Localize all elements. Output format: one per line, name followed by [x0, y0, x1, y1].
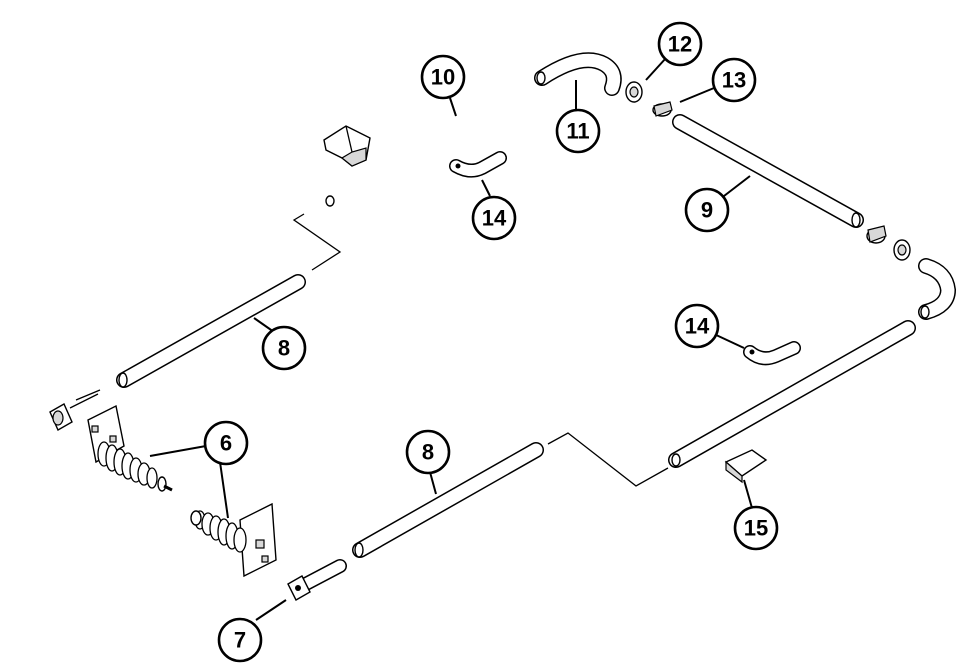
callout-13: 13 — [711, 57, 757, 103]
leader-8-upper — [253, 317, 275, 333]
tube-part-8-upper — [116, 274, 306, 388]
callout-12: 12 — [657, 21, 703, 67]
leader-8-lower — [429, 471, 437, 495]
elbow-right — [918, 258, 957, 320]
callout-7: 7 — [217, 617, 263, 663]
tube-part-8-lower — [352, 442, 544, 558]
leader-6-b — [219, 461, 229, 519]
leader-10 — [449, 97, 457, 117]
leader-14-upper — [481, 179, 491, 197]
leader-9 — [723, 175, 751, 197]
leader-12 — [645, 57, 667, 81]
callout-11-label: 11 — [566, 119, 589, 144]
hose-clamp-part-13 — [652, 101, 673, 117]
leader-15 — [743, 479, 753, 509]
bent-tube-part-14-lower — [743, 341, 801, 366]
callout-11: 11 — [555, 108, 601, 154]
callout-14-upper: 14 — [471, 195, 517, 241]
callout-7-label: 7 — [234, 628, 246, 653]
callout-14-lower: 14 — [674, 303, 720, 349]
end-fitting-part-7 — [287, 559, 347, 601]
callout-10-label: 10 — [431, 65, 455, 90]
clip-part-15 — [724, 449, 768, 484]
grommet-part-12 — [625, 81, 643, 103]
callout-14-upper-label: 14 — [482, 206, 507, 231]
callout-15-label: 15 — [744, 516, 768, 541]
hose-clamp-right — [866, 225, 887, 244]
callout-14-lower-label: 14 — [685, 314, 710, 339]
mounting-bracket-upper — [323, 125, 371, 167]
spring-assembly-part-6-upper — [87, 404, 173, 492]
callout-13-label: 13 — [722, 68, 746, 93]
leader-7 — [255, 599, 287, 621]
tube-part-10 — [325, 85, 531, 207]
bent-tube-part-14-upper — [449, 151, 507, 178]
spring-assembly-part-6-lower — [190, 502, 277, 578]
grommet-right — [893, 239, 911, 261]
break-line-bottom — [547, 432, 669, 487]
callout-8-upper: 8 — [261, 325, 307, 371]
break-line-left — [292, 213, 342, 271]
break-line-far-left — [75, 389, 101, 401]
end-fitting-left — [49, 393, 99, 431]
callout-12-label: 12 — [668, 32, 692, 57]
callout-8-lower-label: 8 — [422, 440, 434, 465]
callout-6-label: 6 — [220, 431, 232, 456]
callout-6: 6 — [203, 420, 249, 466]
callout-10: 10 — [420, 54, 466, 100]
callout-8-lower: 8 — [405, 429, 451, 475]
elbow-part-11 — [534, 52, 622, 96]
leader-14-lower — [713, 333, 745, 349]
leader-6-a — [149, 445, 207, 457]
callout-8-upper-label: 8 — [278, 336, 290, 361]
callout-9-label: 9 — [701, 198, 713, 223]
tube-part-9 — [672, 114, 864, 228]
leader-13 — [679, 87, 715, 103]
tube-right-lower — [668, 320, 916, 468]
callout-9: 9 — [684, 187, 730, 233]
callout-15: 15 — [733, 505, 779, 551]
